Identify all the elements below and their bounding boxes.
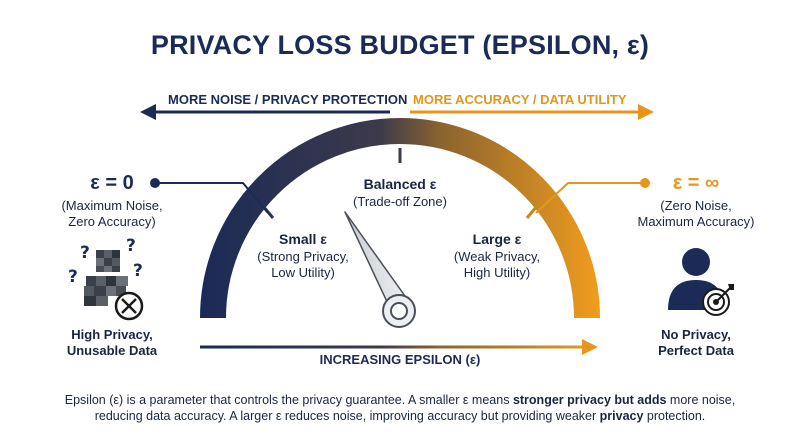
svg-text:?: ? bbox=[133, 261, 143, 281]
description-bold-2: privacy bbox=[599, 409, 644, 423]
balanced-epsilon-head: Balanced ε bbox=[363, 176, 437, 192]
epsilon-gauge-arc bbox=[200, 118, 600, 319]
left-end-group: ε = 0 (Maximum Noise, Zero Accuracy) bbox=[48, 172, 176, 230]
increasing-epsilon-arrow bbox=[200, 339, 598, 355]
large-epsilon-zone: Large ε (Weak Privacy, High Utility) bbox=[432, 231, 562, 281]
right-direction-arrow bbox=[410, 104, 654, 120]
question-mark-icon: ? ? ? ? bbox=[68, 236, 143, 287]
right-outcome-2: Perfect Data bbox=[658, 343, 734, 358]
left-direction-label: MORE NOISE / PRIVACY PROTECTION bbox=[168, 92, 408, 107]
circle-x-icon bbox=[114, 291, 144, 321]
left-end-desc-2: Zero Accuracy) bbox=[68, 214, 156, 229]
description-text: Epsilon (ε) is a parameter that controls… bbox=[60, 392, 740, 424]
balanced-epsilon-zone: Balanced ε (Trade-off Zone) bbox=[335, 176, 465, 210]
small-epsilon-line2: Low Utility) bbox=[271, 265, 335, 280]
gauge-needle bbox=[344, 211, 416, 328]
right-end-desc-2: Maximum Accuracy) bbox=[637, 214, 755, 229]
epsilon-zero-label: ε = 0 bbox=[90, 172, 134, 194]
left-connector bbox=[150, 178, 269, 214]
page-title: PRIVACY LOSS BUDGET (EPSILON, ε) bbox=[150, 30, 650, 60]
large-epsilon-line1: (Weak Privacy, bbox=[453, 249, 541, 264]
left-direction-arrow bbox=[140, 104, 390, 120]
large-epsilon-head: Large ε bbox=[472, 231, 522, 247]
right-connector bbox=[535, 178, 650, 214]
description-part-1: Epsilon (ε) is a parameter that controls… bbox=[64, 393, 513, 407]
epsilon-infinity-label: ε = ∞ bbox=[672, 172, 720, 194]
right-end-desc-1: (Zero Noise, bbox=[660, 198, 732, 213]
description-part-2: more noise, reducing data accuracy. A la… bbox=[94, 393, 736, 423]
gauge-right-tick bbox=[525, 205, 539, 219]
target-icon bbox=[702, 284, 734, 316]
small-epsilon-head: Small ε bbox=[279, 231, 327, 247]
right-outcome: No Privacy, Perfect Data bbox=[636, 327, 756, 359]
small-epsilon-zone: Small ε (Strong Privacy, Low Utility) bbox=[238, 231, 368, 281]
svg-text:?: ? bbox=[68, 267, 78, 287]
balanced-epsilon-line1: (Trade-off Zone) bbox=[353, 194, 447, 209]
left-outcome: High Privacy, Unusable Data bbox=[48, 327, 176, 359]
svg-text:?: ? bbox=[126, 236, 136, 256]
right-direction-label: MORE ACCURACY / DATA UTILITY bbox=[413, 92, 627, 107]
left-end-desc-1: (Maximum Noise, bbox=[61, 198, 163, 213]
svg-text:?: ? bbox=[80, 243, 90, 263]
right-outcome-1: No Privacy, bbox=[661, 327, 731, 342]
left-outcome-1: High Privacy, bbox=[71, 327, 153, 342]
left-outcome-2: Unusable Data bbox=[66, 343, 158, 358]
description-part-3: protection. bbox=[643, 409, 706, 423]
pixelated-person-icon bbox=[84, 250, 128, 306]
description-bold-1: stronger privacy but adds bbox=[512, 393, 667, 407]
increasing-epsilon-label: INCREASING EPSILON (ε) bbox=[319, 352, 481, 367]
small-epsilon-line1: (Strong Privacy, bbox=[257, 249, 349, 264]
large-epsilon-line2: High Utility) bbox=[463, 265, 531, 280]
right-end-group: ε = ∞ (Zero Noise, Maximum Accuracy) bbox=[626, 172, 766, 230]
